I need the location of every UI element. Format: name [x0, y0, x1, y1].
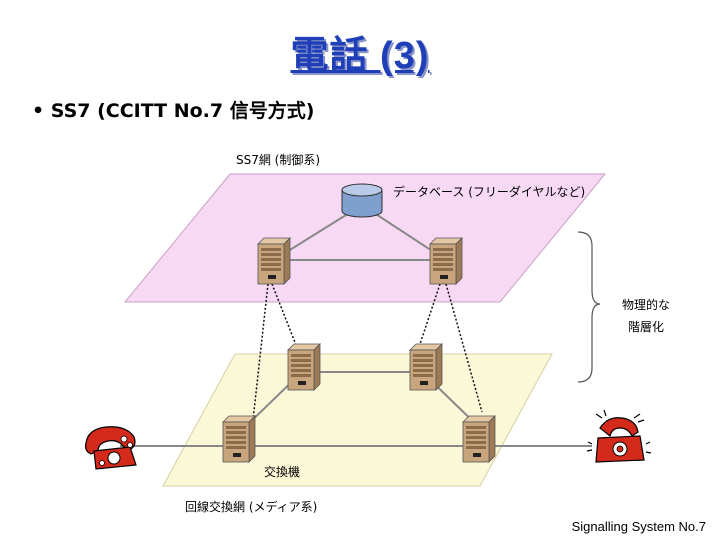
exchange-label: 交換機 — [264, 465, 301, 479]
exchange-server-icon-upper-right — [409, 343, 443, 391]
exchange-server-icon-lower-left — [222, 415, 256, 463]
footer-text: Signalling System No.7 — [571, 519, 706, 534]
circuit-network-label: 回線交換網 (メディア系) — [185, 500, 318, 514]
signalling-links — [252, 283, 483, 421]
ss7-network-plane — [123, 173, 607, 303]
exchange-server-icon-upper-left — [287, 343, 321, 391]
stp-server-icon-right — [429, 237, 463, 285]
database-icon — [341, 183, 383, 218]
physical-layering-label-line2: 階層化 — [627, 320, 664, 334]
physical-layering-label: 物理的な 階層化 — [606, 294, 686, 338]
ss7-network-label: SS7網 (制御系) — [236, 153, 321, 167]
stp-server-icon-left — [257, 237, 291, 285]
database-label: データベース (フリーダイヤルなど) — [393, 185, 586, 199]
exchange-server-icon-lower-right — [462, 415, 496, 463]
page-title: 電話 (3) — [290, 35, 430, 77]
physical-layering-label-line1: 物理的な — [621, 298, 670, 312]
layer-brace-icon — [577, 231, 601, 383]
ringing-telephone-icon-right — [586, 409, 652, 463]
bullet-text: • SS7 (CCITT No.7 信号方式) — [32, 100, 315, 122]
telephone-icon-left — [84, 426, 137, 470]
circuit-network-plane — [162, 353, 553, 487]
